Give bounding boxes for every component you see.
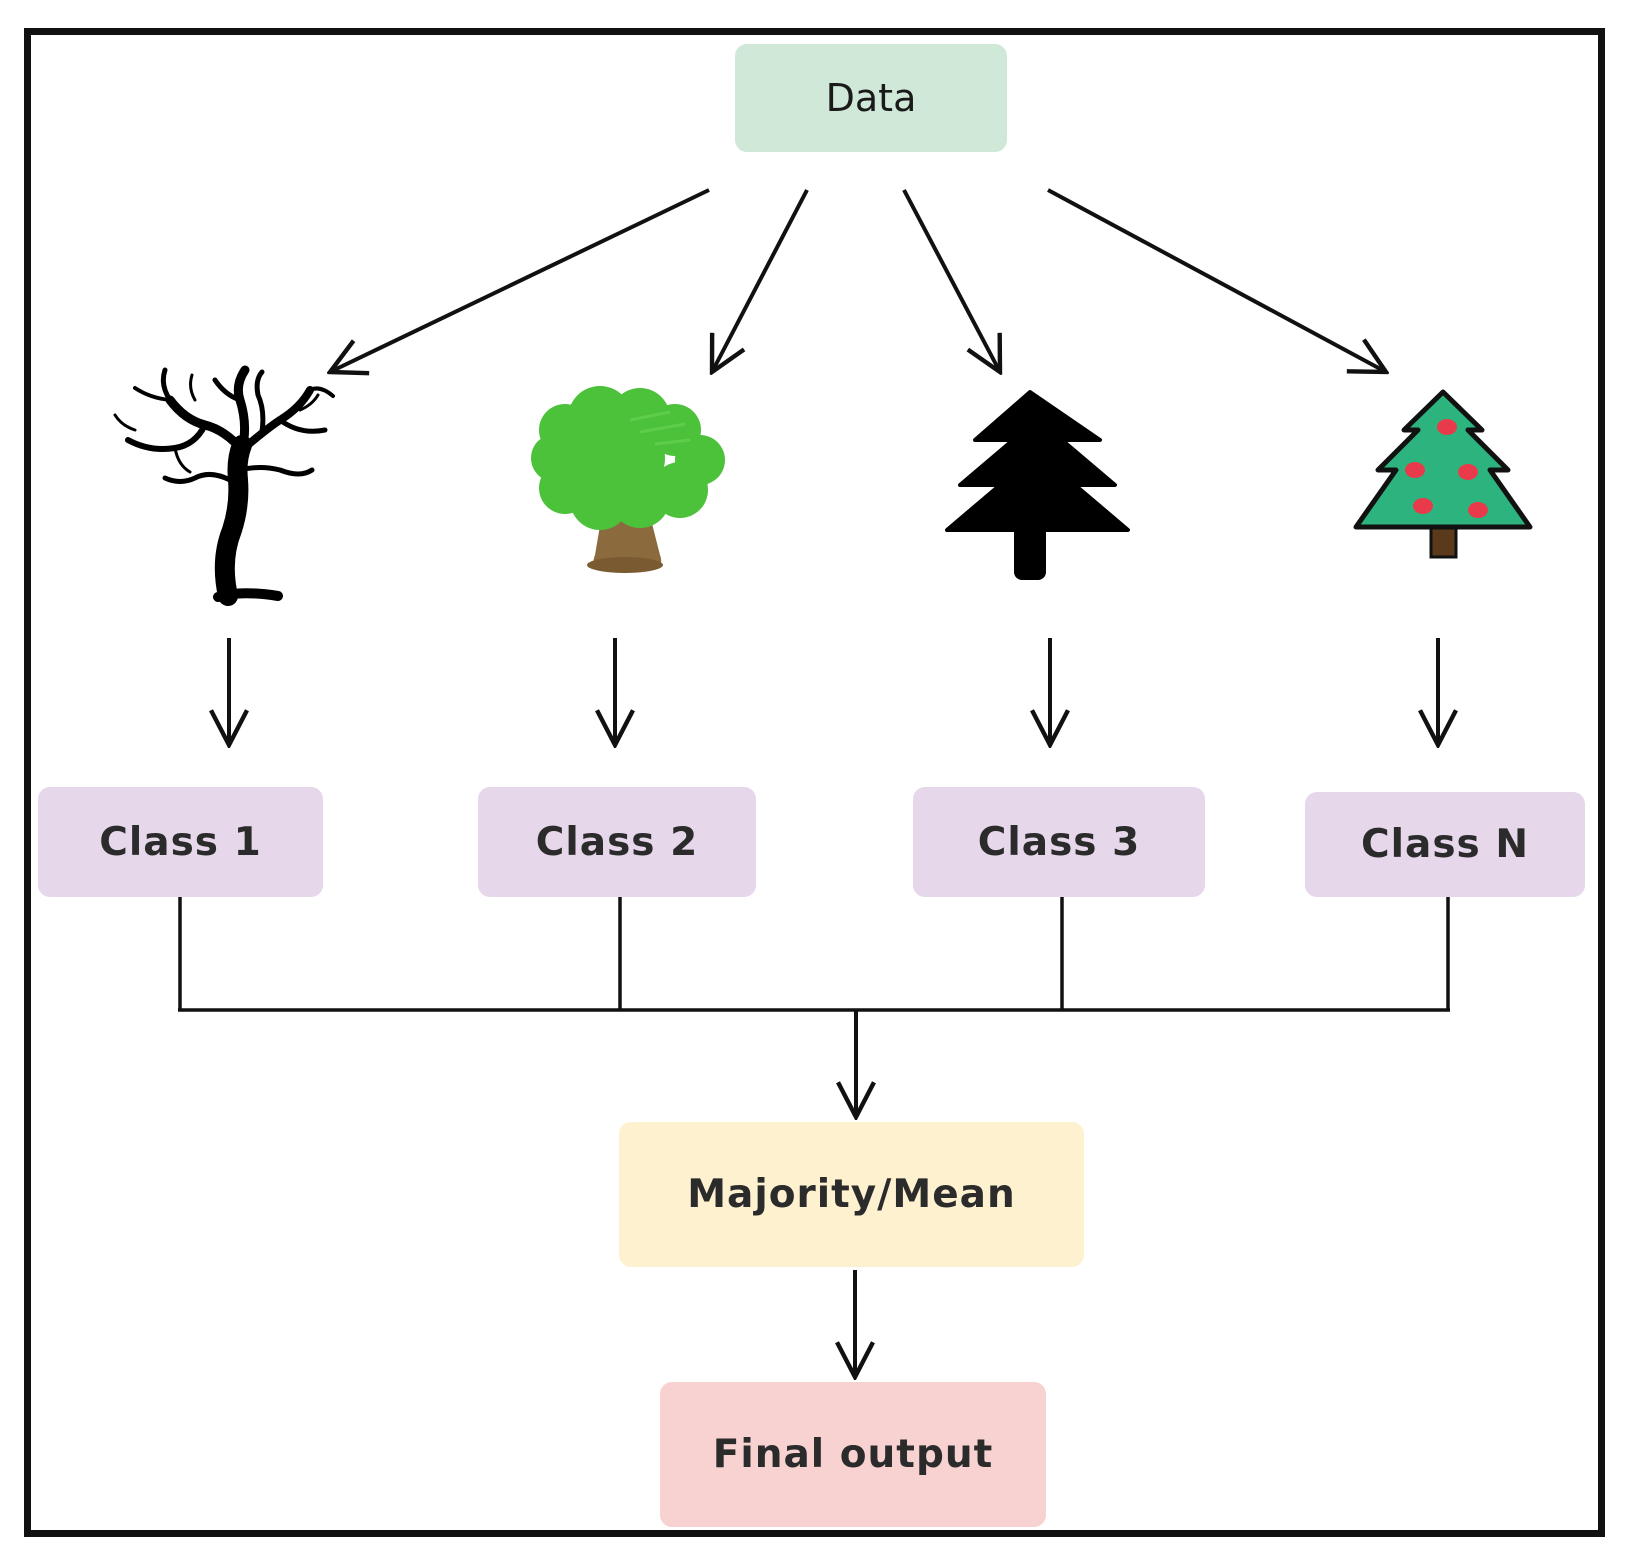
- class-box-1: Class 1: [38, 787, 323, 897]
- class-label-2: Class 2: [535, 819, 699, 865]
- arrow-data-to-tree-1: [330, 188, 710, 372]
- pine-tree-icon: [945, 390, 1130, 580]
- class-label-3: Class 3: [977, 819, 1141, 865]
- class-box-n: Class N: [1305, 792, 1585, 897]
- class-box-2: Class 2: [478, 787, 756, 897]
- christmas-tree-icon: [1353, 389, 1533, 559]
- final-output-label: Final output: [712, 1432, 994, 1477]
- diagram-frame: [24, 28, 1605, 1537]
- arrow-data-to-tree-4: [1047, 188, 1386, 372]
- majority-mean-label: Majority/Mean: [687, 1172, 1016, 1217]
- class-label-n: Class N: [1361, 822, 1529, 867]
- arrow-data-to-tree-2: [712, 189, 809, 372]
- data-box: Data: [735, 44, 1007, 152]
- final-output-box: Final output: [660, 1382, 1046, 1527]
- tree-to-class-arrows: [229, 638, 1438, 745]
- arrow-data-to-tree-3: [902, 189, 1000, 372]
- class-box-3: Class 3: [913, 787, 1205, 897]
- green-tree-icon: [531, 386, 725, 573]
- data-to-tree-arrows: [330, 188, 1386, 372]
- merge-connector: [178, 897, 1450, 1012]
- class-label-1: Class 1: [99, 819, 262, 865]
- majority-mean-box: Majority/Mean: [619, 1122, 1084, 1267]
- bare-tree-icon: [113, 365, 335, 606]
- data-label: Data: [825, 76, 917, 120]
